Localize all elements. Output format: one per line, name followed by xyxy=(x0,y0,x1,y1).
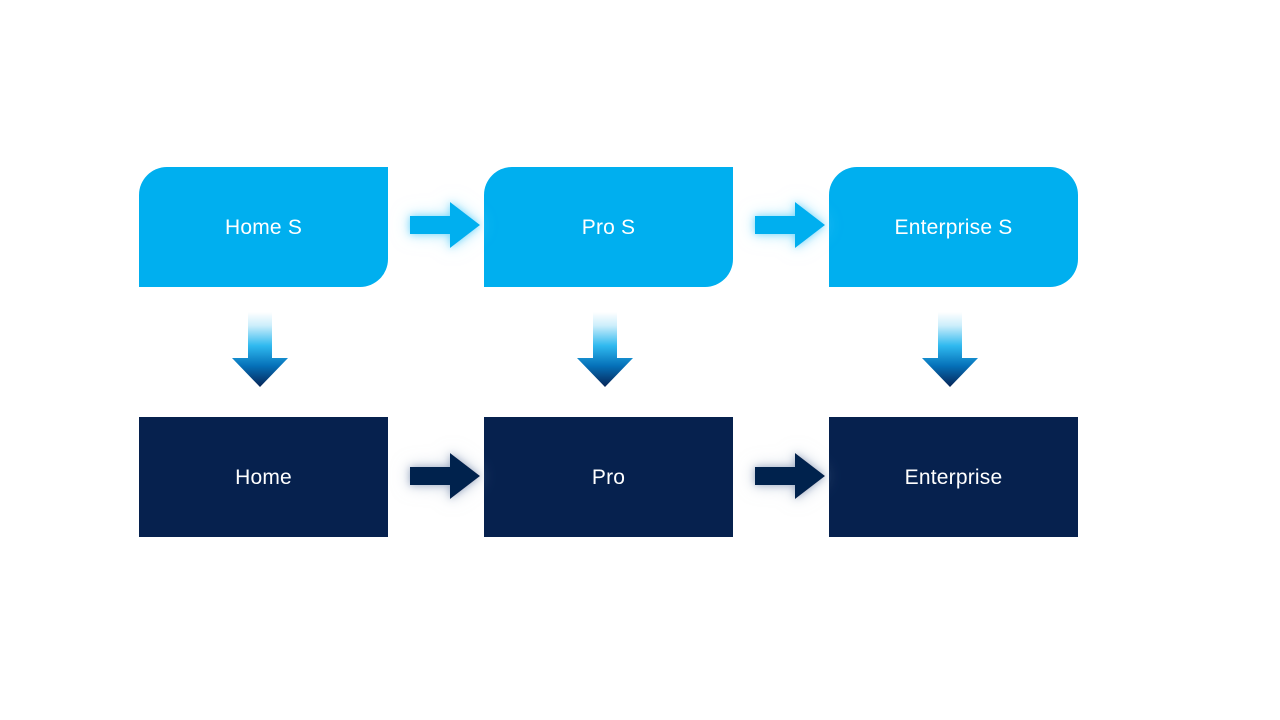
arrow-down-icon xyxy=(914,308,986,392)
arrow-right-icon xyxy=(404,197,486,253)
node-label: Pro xyxy=(591,465,626,489)
node-pro[interactable]: Pro xyxy=(484,417,733,537)
node-enterprise-s[interactable]: Enterprise S xyxy=(829,167,1078,287)
arrow-right-icon xyxy=(749,197,831,253)
node-home-s[interactable]: Home S xyxy=(139,167,388,287)
node-label: Enterprise xyxy=(904,465,1003,489)
node-pro-s[interactable]: Pro S xyxy=(484,167,733,287)
node-label: Enterprise S xyxy=(894,215,1013,239)
arrow-right-icon xyxy=(749,448,831,504)
node-label: Home xyxy=(235,465,292,489)
node-home[interactable]: Home xyxy=(139,417,388,537)
arrow-down-icon xyxy=(569,308,641,392)
node-enterprise[interactable]: Enterprise xyxy=(829,417,1078,537)
arrow-right-icon xyxy=(404,448,486,504)
node-label: Home S xyxy=(224,215,303,239)
arrow-down-icon xyxy=(224,308,296,392)
node-label: Pro S xyxy=(581,215,636,239)
